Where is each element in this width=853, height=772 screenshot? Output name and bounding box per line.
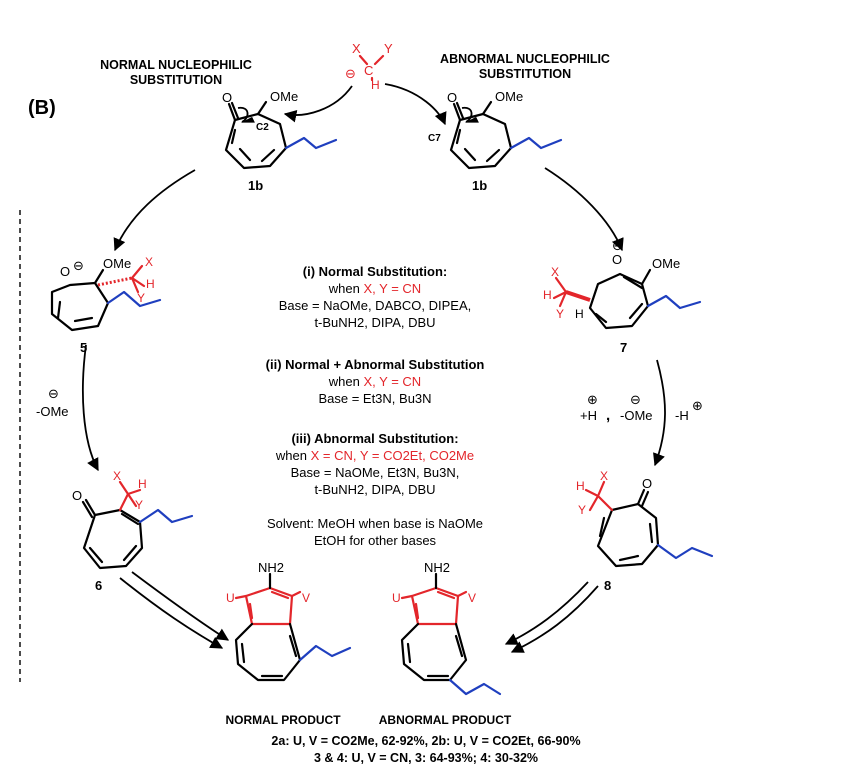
- reagent-plus1: ⊕: [587, 392, 598, 407]
- cond-iii-when: when X = CN, Y = CO2Et, CO2Me: [275, 448, 474, 463]
- atom-x-8: X: [600, 469, 608, 483]
- cond-iii-base2: t-BuNH2, DIPA, DBU: [314, 482, 435, 497]
- ome-7: OMe: [652, 256, 680, 271]
- atom-y-7: Y: [556, 307, 564, 321]
- normal-product-structure: U V NH2: [226, 560, 352, 682]
- label-1b-left: 1b: [248, 178, 263, 193]
- cond-ii-title: (ii) Normal + Abnormal Substitution: [266, 357, 485, 372]
- cond-i-base2: t-BuNH2, DIPA, DBU: [314, 315, 435, 330]
- conditions-block: (i) Normal Substitution: when X, Y = CN …: [266, 264, 485, 548]
- c2-label: C2: [256, 122, 269, 133]
- enolate-charge: ⊖: [612, 238, 623, 253]
- abnormal-product-structure: U V NH2: [392, 560, 502, 696]
- substituent-u-ab: U: [392, 591, 401, 605]
- enolate-o: O: [612, 252, 622, 267]
- carbonyl-o-6: O: [72, 488, 82, 503]
- cond-ii-base: Base = Et3N, Bu3N: [318, 391, 431, 406]
- compound-7: O ⊖ OMe X H Y H 7: [543, 238, 702, 355]
- atom-x-7: X: [551, 265, 559, 279]
- atom-h-6: H: [138, 477, 147, 491]
- atom-y-8: Y: [578, 503, 586, 517]
- compound-5: O ⊖ OMe X H Y 5: [50, 255, 162, 355]
- cond-solvent1: Solvent: MeOH when base is NaOMe: [267, 516, 483, 531]
- abnormal-header-line2: SUBSTITUTION: [479, 67, 571, 81]
- ome-5: OMe: [103, 256, 131, 271]
- compound-1b-left: O OMe C2 1b: [222, 89, 338, 193]
- atom-y-5: Y: [137, 291, 145, 305]
- label-5: 5: [80, 340, 87, 355]
- atom-h-7: H: [543, 288, 552, 302]
- products-yield-line2: 3 & 4: U, V = CN, 3: 64-93%; 4: 30-32%: [314, 751, 538, 765]
- compound-1b-right: O OMe C7 1b: [428, 89, 563, 193]
- atom-x-5: X: [145, 255, 153, 269]
- normal-header-line2: SUBSTITUTION: [130, 73, 222, 87]
- carbonyl-o: O: [222, 90, 232, 105]
- abnormal-header-line1: ABNORMAL NUCLEOPHILIC: [440, 52, 610, 66]
- alkoxide-o: O: [60, 264, 70, 279]
- nucleophile: X Y C H ⊖: [345, 41, 393, 92]
- substituent-u: U: [226, 591, 235, 605]
- label-6: 6: [95, 578, 102, 593]
- ome-label-right: OMe: [495, 89, 523, 104]
- atom-h-8: H: [576, 479, 585, 493]
- atom-h-5: H: [146, 277, 155, 291]
- reagent-left: -OMe: [36, 404, 69, 419]
- amine-nh2: NH2: [258, 560, 284, 575]
- abnormal-product-label: ABNORMAL PRODUCT: [379, 713, 512, 727]
- atom-x: X: [352, 41, 361, 56]
- ome-label: OMe: [270, 89, 298, 104]
- carbonyl-o-8: O: [642, 476, 652, 491]
- label-1b-right: 1b: [472, 178, 487, 193]
- atom-y-6: Y: [135, 498, 143, 512]
- label-8: 8: [604, 578, 611, 593]
- cond-i-title: (i) Normal Substitution:: [303, 264, 447, 279]
- reagent-plus2: ⊕: [692, 398, 703, 413]
- cond-i-when: when X, Y = CN: [328, 281, 421, 296]
- substituent-v-ab: V: [468, 591, 476, 605]
- reagent-minus: ⊖: [630, 392, 641, 407]
- carbonyl-o-right: O: [447, 90, 457, 105]
- atom-y: Y: [384, 41, 393, 56]
- reagent-h-plus: +H: [580, 408, 597, 423]
- amine-nh2-ab: NH2: [424, 560, 450, 575]
- atom-c: C: [364, 63, 373, 78]
- substituent-v: V: [302, 591, 310, 605]
- atom-x-6: X: [113, 469, 121, 483]
- compound-8: O X H Y 8: [576, 469, 714, 593]
- normal-header-line1: NORMAL NUCLEOPHILIC: [100, 58, 252, 72]
- panel-label: (B): [28, 97, 56, 119]
- label-7: 7: [620, 340, 627, 355]
- cond-ii-when: when X, Y = CN: [328, 374, 421, 389]
- normal-product-label: NORMAL PRODUCT: [225, 713, 341, 727]
- alkoxide-charge: ⊖: [73, 258, 84, 273]
- products-yield-line1: 2a: U, V = CO2Me, 62-92%, 2b: U, V = CO2…: [271, 734, 580, 748]
- compound-6: O X H Y 6: [72, 469, 194, 593]
- reagent-left-charge: ⊖: [48, 386, 59, 401]
- c7-label: C7: [428, 133, 441, 144]
- cond-iii-base1: Base = NaOMe, Et3N, Bu3N,: [291, 465, 460, 480]
- carbanion-charge: ⊖: [345, 66, 356, 81]
- reagent-minus-h: -H: [675, 408, 689, 423]
- atom-h-ring-7: H: [575, 307, 584, 321]
- reagent-separator: ,: [606, 407, 610, 424]
- cond-i-base1: Base = NaOMe, DABCO, DIPEA,: [279, 298, 472, 313]
- atom-h: H: [371, 78, 380, 92]
- reagent-ome: -OMe: [620, 408, 653, 423]
- cond-solvent2: EtOH for other bases: [314, 533, 437, 548]
- cond-iii-title: (iii) Abnormal Substitution:: [291, 431, 458, 446]
